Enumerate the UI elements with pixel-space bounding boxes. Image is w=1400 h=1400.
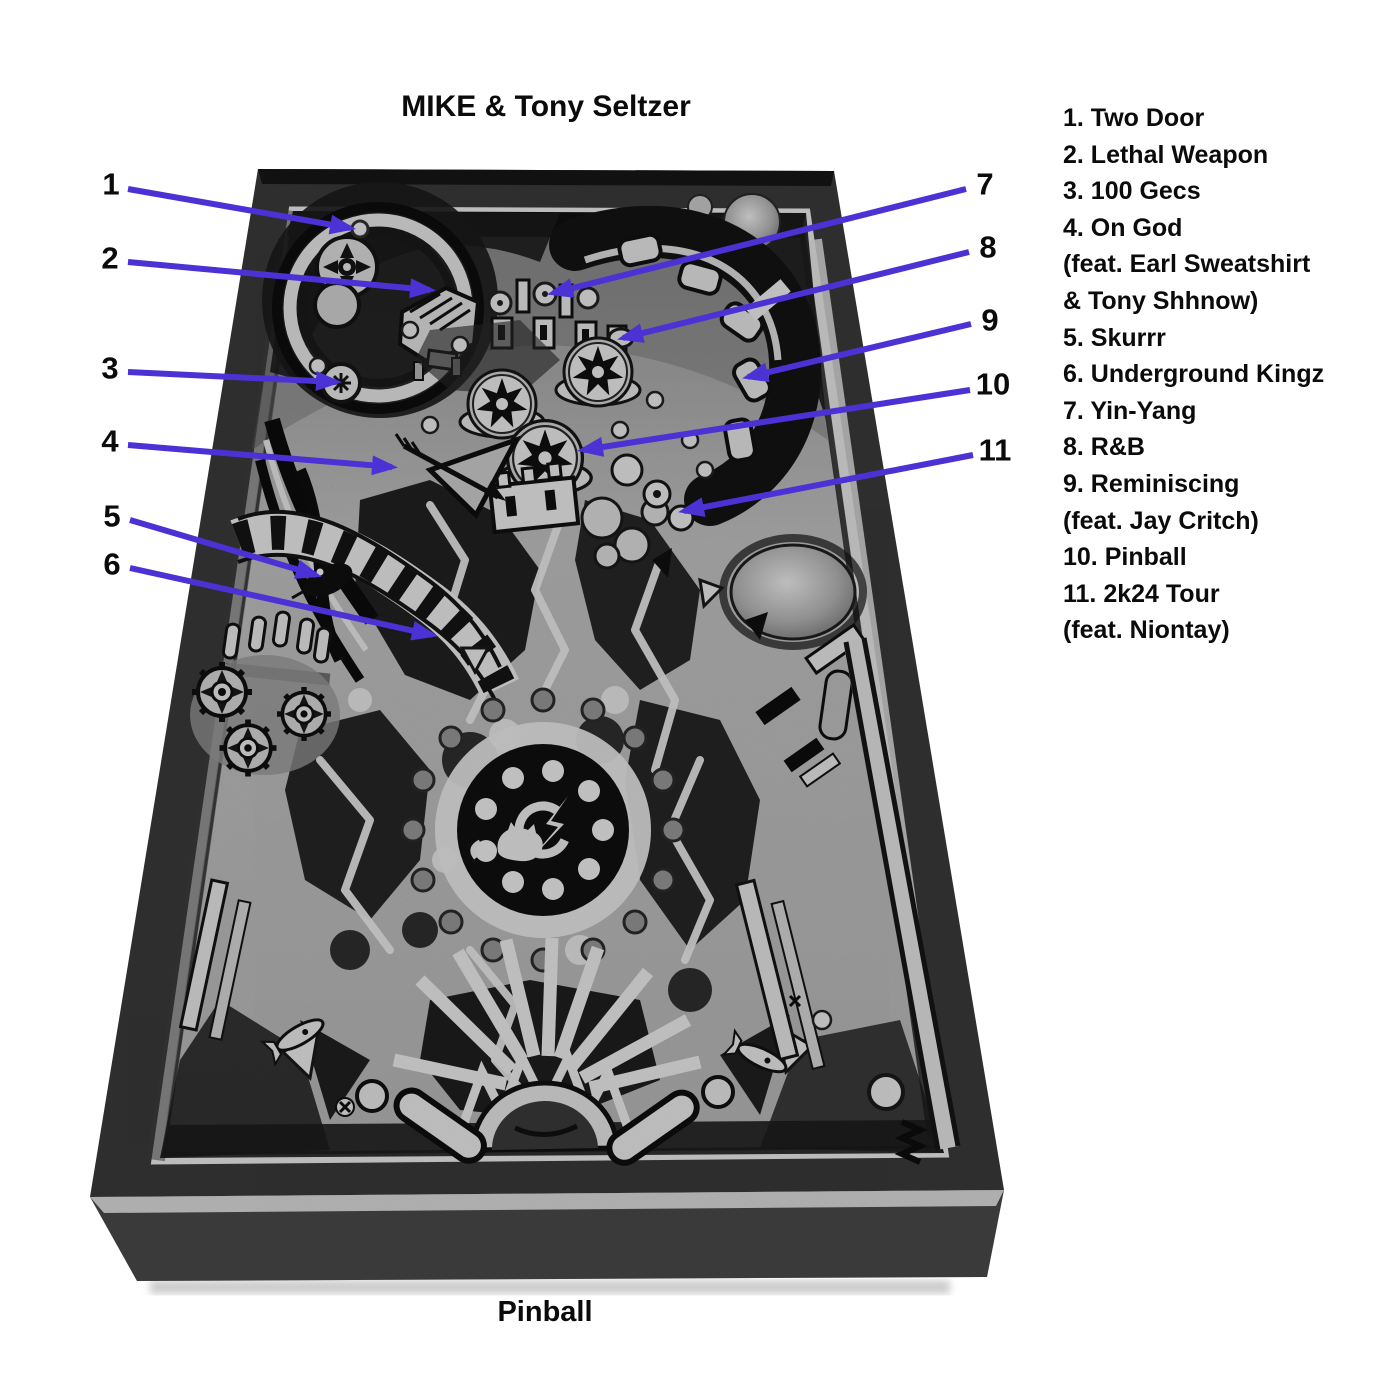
tracklist-line: 8. R&B xyxy=(1063,433,1145,462)
callout-number-11: 11 xyxy=(979,433,1012,468)
tracklist-line: (feat. Jay Critch) xyxy=(1063,506,1259,535)
callout-line-7 xyxy=(547,186,967,298)
tracklist-line: 11. 2k24 Tour xyxy=(1063,579,1220,608)
callout-line-1 xyxy=(127,186,356,235)
callout-number-6: 6 xyxy=(103,547,120,582)
tracklist-line: 4. On God xyxy=(1063,213,1183,242)
callout-number-1: 1 xyxy=(102,167,119,202)
tracklist-line: 9. Reminiscing xyxy=(1063,469,1240,498)
callout-line-2 xyxy=(127,259,436,299)
tracklist-line: 3. 100 Gecs xyxy=(1063,177,1201,206)
callout-line-10 xyxy=(577,387,971,457)
tracklist-line: 1. Two Door xyxy=(1063,104,1205,132)
tracklist-line: (feat. Earl Sweatshirt xyxy=(1063,250,1311,279)
callout-number-8: 8 xyxy=(979,230,996,265)
cabinet-shadow xyxy=(150,1280,950,1294)
callout-line-11 xyxy=(678,452,974,518)
tracklist: 1. Two Door 2. Lethal Weapon 3. 100 Gecs 4.… xyxy=(1063,100,1324,649)
callout-line-9 xyxy=(742,321,972,383)
tracklist-line: 7. Yin-Yang xyxy=(1063,396,1197,425)
callout-line-8 xyxy=(617,249,970,343)
tracklist-line: (feat. Niontay) xyxy=(1063,616,1230,645)
callout-number-2: 2 xyxy=(101,241,118,276)
callout-number-4: 4 xyxy=(101,424,119,459)
callout-line-4 xyxy=(127,442,398,476)
tracklist-line: 6. Underground Kingz xyxy=(1063,360,1325,389)
tracklist-line: 10. Pinball xyxy=(1063,543,1187,572)
callout-number-10: 10 xyxy=(976,367,1010,402)
callout-line-6 xyxy=(129,565,438,641)
album-title: Pinball xyxy=(497,1296,593,1328)
callout-number-7: 7 xyxy=(976,167,993,202)
callout-number-5: 5 xyxy=(103,499,120,534)
page-title: MIKE & Tony Seltzer xyxy=(401,90,691,123)
tracklist-line: & Tony Shhnow) xyxy=(1063,286,1259,315)
tracklist-line: 2. Lethal Weapon xyxy=(1063,140,1269,169)
callout-number-3: 3 xyxy=(101,351,118,386)
callout-line-5 xyxy=(129,517,322,579)
callout-number-9: 9 xyxy=(981,303,998,338)
tracklist-line: 5. Skurrr xyxy=(1063,323,1166,352)
callout-line-3 xyxy=(127,369,342,392)
